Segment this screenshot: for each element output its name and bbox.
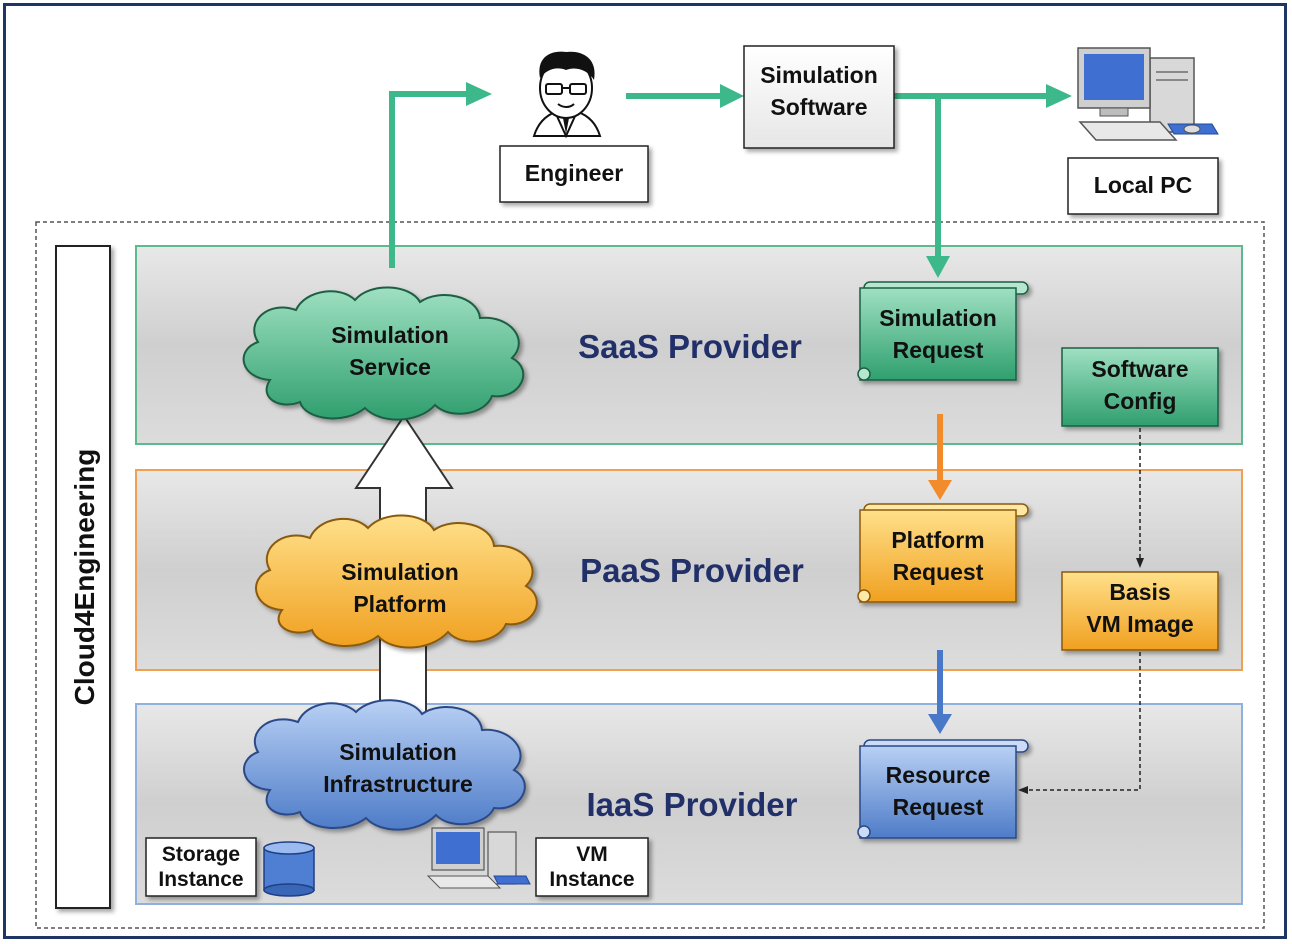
basis-vm-image-box [1061, 571, 1219, 651]
local-pc-box [1067, 157, 1219, 215]
resource-request-line2: Request [893, 794, 984, 820]
software-config-line2: Config [1104, 388, 1177, 414]
paas-cloud-label-line2: Platform [353, 591, 446, 617]
storage-instance-box [145, 837, 257, 897]
engineer-to-software-arrowhead [720, 84, 744, 108]
side-label: Cloud4Engineering [69, 449, 100, 706]
saas-cloud-label-line2: Service [349, 354, 431, 380]
local-pc-label: Local PC [1094, 172, 1192, 198]
software-config-box [1061, 347, 1219, 427]
platform-request-line2: Request [893, 559, 984, 585]
local-pc-icon [1077, 47, 1219, 141]
storage-instance-line1: Storage [162, 843, 240, 866]
paas-cloud-label-line1: Simulation [341, 559, 459, 585]
paas-layer-title: PaaS Provider [580, 552, 804, 589]
platform-request-scroll [857, 503, 1029, 603]
software-to-localpc-arrowhead [1046, 84, 1072, 108]
simulation-software-line2: Software [770, 94, 867, 120]
engineer-label: Engineer [525, 160, 623, 186]
software-to-request-arrowhead [926, 256, 950, 278]
service-to-engineer-flow [389, 91, 468, 268]
saas-layer-title: SaaS Provider [578, 328, 802, 365]
system-boundary [35, 221, 1265, 929]
vm-instance-box [535, 837, 649, 897]
simulation-request-line1: Simulation [879, 305, 997, 331]
vm-instance-line2: Instance [549, 868, 634, 891]
image-to-resource-connector [1018, 652, 1141, 794]
iaas-cloud-label-line2: Infrastructure [323, 771, 473, 797]
simulation-service-cloud [242, 286, 525, 421]
simulation-software-box [743, 45, 895, 149]
vm-instance-line1: VM [576, 843, 608, 866]
basis-vm-image-line2: VM Image [1086, 611, 1193, 637]
iaas-layer-title: IaaS Provider [587, 786, 798, 823]
engineer-box [499, 145, 649, 203]
basis-vm-image-line1: Basis [1109, 579, 1170, 605]
software-config-line1: Software [1091, 356, 1188, 382]
saas-cloud-label-line1: Simulation [331, 322, 449, 348]
simulation-platform-cloud [255, 514, 538, 649]
platform-request-line1: Platform [891, 527, 984, 553]
simulation-request-scroll [857, 281, 1029, 381]
resource-request-line1: Resource [886, 762, 991, 788]
storage-instance-line2: Instance [158, 868, 243, 891]
saas-to-paas-flow-arrowhead [928, 480, 952, 500]
vm-computer-icon [426, 827, 531, 889]
resource-request-scroll [857, 739, 1029, 839]
service-to-engineer-arrowhead [466, 82, 492, 106]
iaas-cloud-label-line1: Simulation [339, 739, 457, 765]
simulation-request-line2: Request [893, 337, 984, 363]
side-label-box [55, 245, 111, 909]
engineer-person-icon [532, 51, 602, 139]
simulation-software-line1: Simulation [760, 62, 878, 88]
paas-to-iaas-flow-arrowhead [928, 714, 952, 734]
simulation-infrastructure-cloud [243, 699, 526, 831]
storage-cylinder-icon [263, 841, 315, 897]
